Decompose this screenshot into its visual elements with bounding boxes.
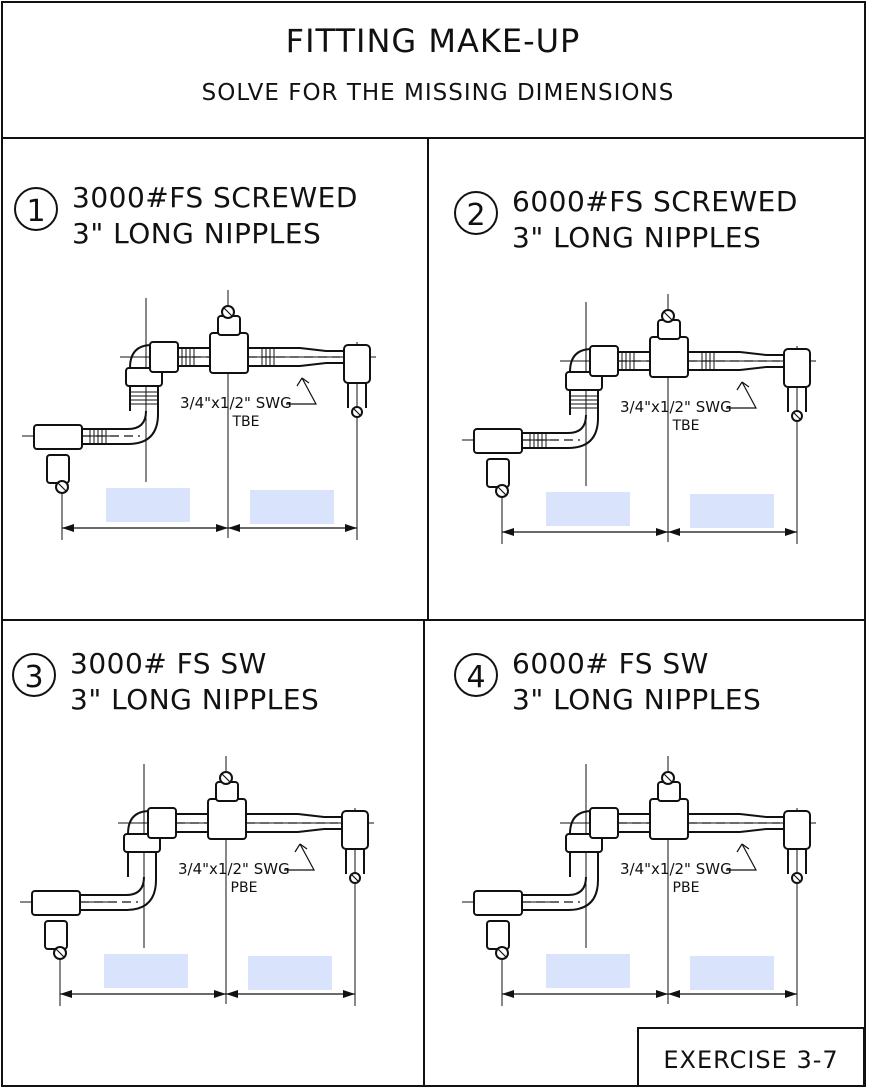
dimension-line <box>62 524 357 532</box>
problem-number-circle <box>454 191 498 235</box>
swage-end-type: PBE <box>231 880 258 896</box>
swage-label: 3/4"x1/2" SWG <box>178 860 290 878</box>
problem-number: 4 <box>466 660 485 695</box>
problem-spec-line-2: 3" LONG NIPPLES <box>512 683 761 716</box>
problem-spec-line-1: 6000# FS SW <box>512 647 709 680</box>
problem-panel-1: 1 3000#FS SCREWED 3" LONG NIPPLES <box>14 181 376 540</box>
answer-box-left[interactable] <box>546 492 630 526</box>
problem-number-circle <box>454 653 498 697</box>
answer-box-right[interactable] <box>250 490 334 524</box>
problem-panel-4: 4 6000# FS SW 3" LONG NIPPLES <box>454 647 816 1006</box>
problem-spec-line-2: 3" LONG NIPPLES <box>72 217 321 250</box>
sheet-title: FITTING MAKE-UP <box>286 22 581 60</box>
problem-spec-line-1: 3000# FS SW <box>70 647 267 680</box>
piping-isometric <box>22 290 376 540</box>
piping-isometric <box>462 756 816 1006</box>
swage-label: 3/4"x1/2" SWG <box>180 394 292 412</box>
dimension-line <box>502 528 797 536</box>
answer-box-right[interactable] <box>690 956 774 990</box>
answer-box-right[interactable] <box>248 956 332 990</box>
sheet-subtitle: SOLVE FOR THE MISSING DIMENSIONS <box>202 80 675 106</box>
swage-end-type: TBE <box>231 414 259 430</box>
exercise-label: EXERCISE 3-7 <box>663 1046 838 1074</box>
problem-spec-line-1: 6000#FS SCREWED <box>512 185 798 218</box>
problem-panel-3: 3 3000# FS SW 3" LONG NIPPLES <box>12 647 374 1006</box>
problem-number: 2 <box>466 198 485 233</box>
problem-number: 1 <box>26 194 45 229</box>
piping-isometric <box>462 294 816 544</box>
piping-isometric <box>20 756 374 1006</box>
swage-label: 3/4"x1/2" SWG <box>620 860 732 878</box>
dimension-line <box>60 990 355 998</box>
problem-spec-line-2: 3" LONG NIPPLES <box>70 683 319 716</box>
problem-number-circle <box>12 653 56 697</box>
problem-spec-line-1: 3000#FS SCREWED <box>72 181 358 214</box>
swage-end-type: PBE <box>673 880 700 896</box>
answer-box-left[interactable] <box>106 488 190 522</box>
swage-end-type: TBE <box>671 418 699 434</box>
answer-box-left[interactable] <box>546 954 630 988</box>
answer-box-right[interactable] <box>690 494 774 528</box>
problem-panel-2: 2 6000#FS SCREWED 3" LONG NIPPLES <box>454 185 816 544</box>
swage-label: 3/4"x1/2" SWG <box>620 398 732 416</box>
problem-spec-line-2: 3" LONG NIPPLES <box>512 221 761 254</box>
problem-number-circle <box>14 187 58 231</box>
dimension-line <box>502 990 797 998</box>
answer-box-left[interactable] <box>104 954 188 988</box>
problem-number: 3 <box>24 660 43 695</box>
exercise-label-box: EXERCISE 3-7 <box>637 1027 865 1087</box>
